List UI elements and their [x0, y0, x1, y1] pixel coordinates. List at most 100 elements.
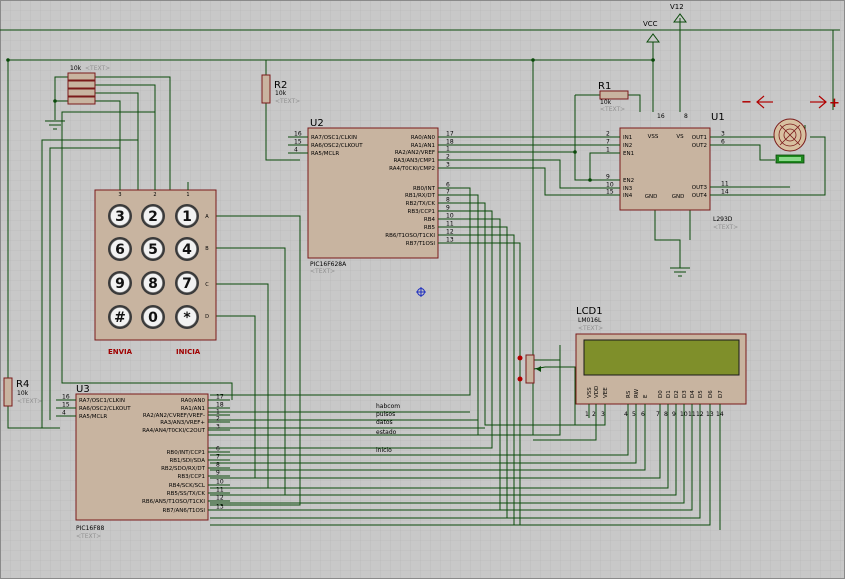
pin-number: 7	[446, 189, 450, 196]
net-label: datos	[376, 419, 393, 426]
chip-u3[interactable]: U3 PIC16F88 <TEXT> 16RA7/OSC1/CLKIN15RA6…	[56, 384, 230, 540]
pin-number: 10	[680, 411, 688, 418]
keypad-key[interactable]: *	[175, 305, 199, 329]
pin-label: E	[643, 394, 649, 398]
dc-motor[interactable]: − +	[741, 95, 840, 164]
keypad-key[interactable]: 2	[141, 204, 165, 228]
chip-u1[interactable]: U1 L293D <TEXT> 2IN17IN21EN19EN210IN315I…	[600, 112, 738, 231]
pin-number: 12	[216, 495, 224, 502]
resistor-pack[interactable]: 10k <TEXT>	[67, 65, 110, 105]
pin-label: RA4/AN4/T0CKI/C2OUT	[142, 428, 205, 434]
pin-number: 2	[592, 411, 596, 418]
pin-number: 4	[294, 147, 298, 154]
pin-label: D3	[682, 390, 688, 398]
pin-number: 1	[216, 409, 220, 416]
pin-number: 1	[446, 146, 450, 153]
keypad-key[interactable]: 7	[175, 271, 199, 295]
pin-number: 11	[446, 221, 454, 228]
pin-label: D6	[708, 390, 714, 398]
keypad-key[interactable]: 5	[141, 237, 165, 261]
pin-number: 11	[688, 411, 696, 418]
u2-name: U2	[310, 118, 324, 129]
net-label: estado	[376, 429, 397, 436]
keypad-key[interactable]: 4	[175, 237, 199, 261]
keypad-key[interactable]: 3	[108, 204, 132, 228]
pin-label: RB6/AN5/T1OSO/T1CKI	[142, 499, 205, 505]
keypad-col-label: 2	[153, 192, 156, 198]
pin-number: 2	[216, 416, 220, 423]
u3-text: <TEXT>	[76, 533, 101, 540]
resistor-r4[interactable]: R4 10k <TEXT>	[3, 377, 42, 407]
pin-label: GND	[672, 194, 685, 200]
pin-number: 6	[216, 446, 220, 453]
resistor-pack-label: 10k	[70, 65, 82, 72]
pin-number: 4	[624, 411, 628, 418]
keypad-key-label: 9	[115, 276, 125, 292]
potentiometer[interactable]	[517, 354, 546, 384]
r4-name: R4	[16, 379, 29, 390]
pin-label: RA3/AN3/CMP1	[394, 158, 435, 164]
u3-name: U3	[76, 384, 90, 395]
pin-label: RA5/MCLR	[311, 151, 339, 157]
keypad-col-label: 1	[186, 192, 189, 198]
pin-label: OUT3	[692, 185, 708, 191]
pin-number: 2	[446, 154, 450, 161]
keypad-key-label: 0	[148, 310, 158, 326]
u2-part: PIC16F628A	[310, 261, 347, 268]
pin-number: 12	[446, 229, 454, 236]
pin-label: GND	[645, 194, 658, 200]
pin-number: 10	[606, 182, 614, 189]
pin-label: RA2/AN2/VREF	[395, 150, 435, 156]
pin-label: RB5	[424, 225, 436, 231]
v12-terminal[interactable]: V12	[670, 3, 687, 23]
pin-label: D2	[674, 390, 680, 398]
pin-number: 12	[696, 411, 704, 418]
r2-value: 10k	[275, 90, 287, 97]
pin-number: 6	[721, 139, 725, 146]
origin-marker	[416, 287, 426, 297]
pin-label: IN4	[623, 193, 633, 199]
keypad-key[interactable]: #	[108, 305, 132, 329]
keypad-key[interactable]: 8	[141, 271, 165, 295]
lcd-name: LCD1	[576, 306, 603, 317]
pin-label: OUT4	[692, 193, 708, 199]
pin-number: 14	[721, 189, 729, 196]
pin-number: 9	[606, 174, 610, 181]
keypad-key-label: 6	[115, 242, 125, 258]
pin-number: 13	[216, 504, 224, 511]
pin-number: 2	[606, 131, 610, 138]
pin-number: 8	[216, 462, 220, 469]
u3-part: PIC16F88	[76, 525, 104, 532]
pin-number: 7	[216, 454, 220, 461]
keypad-key-label: *	[183, 310, 191, 326]
pin-label: RA1/AN1	[181, 406, 205, 412]
keypad-key[interactable]: 1	[175, 204, 199, 228]
pin-label: RA7/OSC1/CLKIN	[79, 398, 125, 404]
pin-label: RA6/OSC2/CLKOUT	[311, 143, 363, 149]
keypad-key[interactable]: 0	[141, 305, 165, 329]
resistor-r1[interactable]: R1 10k <TEXT>	[598, 81, 629, 113]
wires	[0, 18, 840, 530]
pin-label: RA2/AN2/CVREF/VREF-	[143, 413, 205, 419]
chip-u2[interactable]: U2 PIC16F628A <TEXT> 16RA7/OSC1/CLKIN15R…	[288, 118, 460, 275]
keypad-key-label: 7	[182, 276, 192, 292]
pin-label: RB3/CCP1	[178, 474, 205, 480]
pin-number: 1	[585, 411, 589, 418]
resistor-r2[interactable]: R2 10k <TEXT>	[261, 74, 300, 105]
keypad-key[interactable]: 9	[108, 271, 132, 295]
pin-label: RB7/T1OSI	[406, 241, 436, 247]
u1-part: L293D	[713, 216, 733, 223]
pin-label: VSS	[648, 134, 659, 140]
pin-label: IN3	[623, 186, 633, 192]
pin-label: EN2	[623, 178, 634, 184]
lcd-display[interactable]: LCD1 LM016L <TEXT> VSS1VDD2VEE3RS4RW5E6D…	[575, 306, 747, 418]
pin-number: 15	[62, 402, 70, 409]
pin-number: 15	[294, 139, 302, 146]
pin-number: 3	[721, 131, 725, 138]
keypad-key[interactable]: 6	[108, 237, 132, 261]
ground-symbol-left	[45, 120, 65, 130]
pin-label: VSS	[587, 387, 593, 398]
vcc-terminal[interactable]: VCC	[643, 20, 660, 43]
